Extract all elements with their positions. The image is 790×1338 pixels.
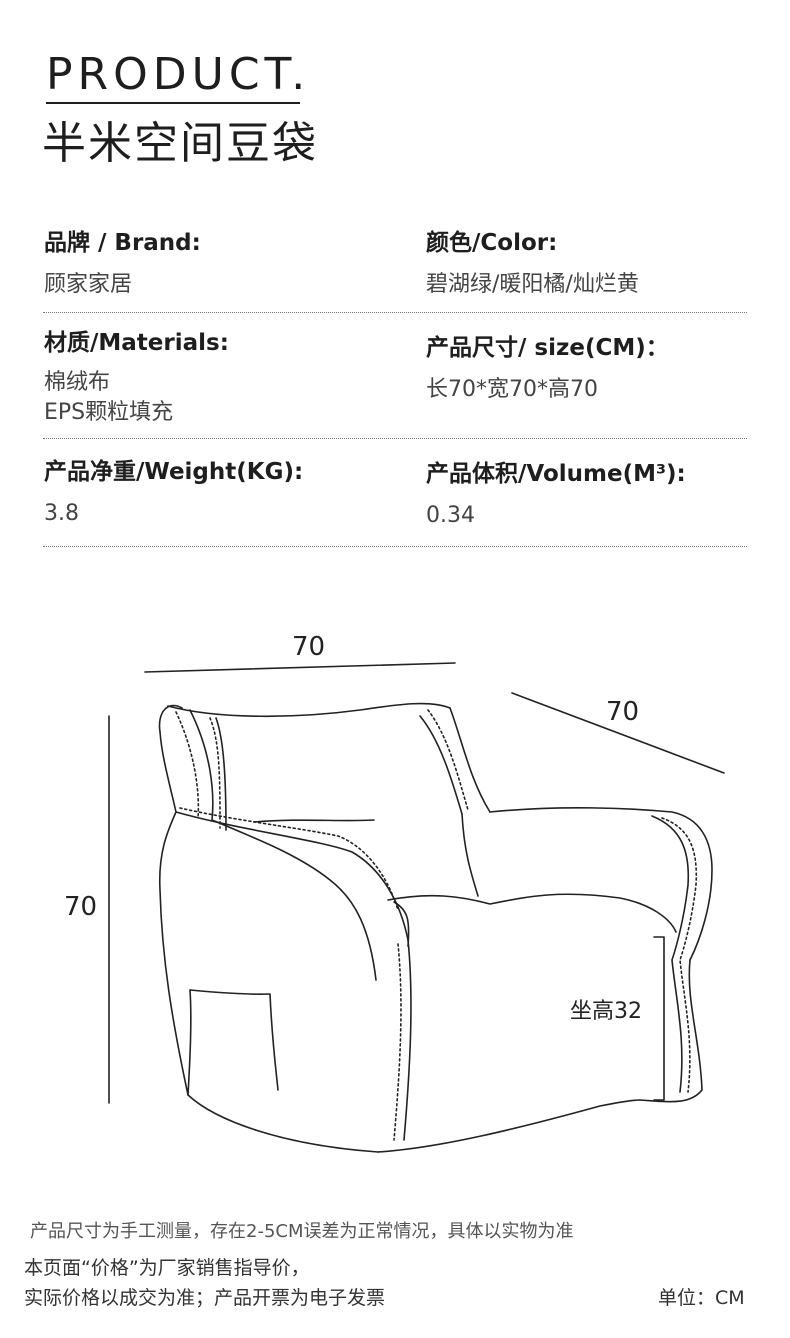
divider xyxy=(43,312,747,313)
product-name: 半米空间豆袋 xyxy=(42,118,318,169)
width-dimension-label: 70 xyxy=(292,632,326,662)
spec-brand-value: 顾家家居 xyxy=(44,272,133,297)
spec-color-label: 颜色/Color: xyxy=(426,230,558,256)
product-heading-en: PRODUCT. xyxy=(46,49,311,100)
seat-height-label: 坐高32 xyxy=(570,999,642,1024)
spec-brand: 品牌 / Brand: 顾家家居 xyxy=(44,228,201,300)
height-dimension-label: 70 xyxy=(64,892,98,922)
divider xyxy=(43,438,747,439)
spec-volume-label: 产品体积/Volume(M³): xyxy=(426,461,686,487)
spec-volume-value: 0.34 xyxy=(426,503,475,528)
spec-materials-value: 棉绒布 xyxy=(44,370,111,395)
spec-weight-value: 3.8 xyxy=(44,501,79,526)
width-dimension-line xyxy=(144,662,456,673)
spec-volume: 产品体积/Volume(M³): 0.34 xyxy=(426,459,686,531)
depth-dimension-label: 70 xyxy=(606,697,640,727)
chair-line-drawing xyxy=(108,662,725,1153)
bean-bag-diagram: 70 70 70 坐高32 xyxy=(0,600,790,1180)
divider xyxy=(43,546,747,547)
spec-color: 颜色/Color: 碧湖绿/暖阳橘/灿烂黄 xyxy=(426,228,639,300)
heading-underline xyxy=(46,102,300,104)
price-note-line2: 实际价格以成交为准；产品开票为电子发票 xyxy=(24,1287,386,1309)
price-note-line1: 本页面“价格”为厂家销售指导价， xyxy=(24,1257,310,1279)
spec-materials-value: EPS颗粒填充 xyxy=(44,400,174,425)
spec-size: 产品尺寸/ size(CM)： 长70*宽70*高70 xyxy=(426,333,669,405)
spec-materials-label: 材质/Materials: xyxy=(44,330,229,356)
spec-size-value: 长70*宽70*高70 xyxy=(426,377,598,402)
spec-weight: 产品净重/Weight(KG): 3.8 xyxy=(44,457,303,529)
seat-height-bracket xyxy=(653,936,665,1101)
spec-brand-label: 品牌 / Brand: xyxy=(44,230,201,256)
spec-color-value: 碧湖绿/暖阳橘/灿烂黄 xyxy=(426,272,639,297)
unit-label: 单位：CM xyxy=(658,1287,745,1309)
depth-dimension-line xyxy=(511,692,725,774)
spec-weight-label: 产品净重/Weight(KG): xyxy=(44,459,304,485)
measurement-note: 产品尺寸为手工测量，存在2-5CM误差为正常情况，具体以实物为准 xyxy=(30,1221,574,1242)
spec-size-label: 产品尺寸/ size(CM)： xyxy=(426,335,669,361)
spec-materials: 材质/Materials: 棉绒布 EPS颗粒填充 xyxy=(44,328,229,428)
